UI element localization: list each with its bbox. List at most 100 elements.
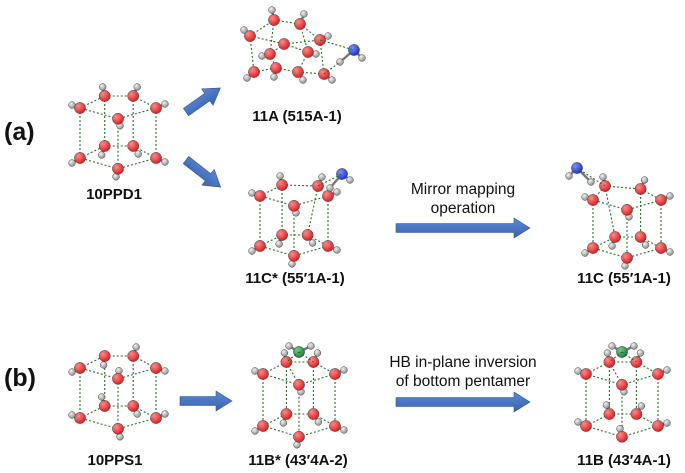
oxygen-atom [254,240,266,252]
label-11a: 11A (515A-1) [252,108,342,125]
hydrogen-bond [269,43,285,55]
hydrogen-atom [68,368,76,376]
arrow-10pps1-to-11b-star [179,390,233,412]
mirror-caption-line-2: operation [430,200,496,217]
hydrogen-atom [318,173,326,181]
hydrogen-atom [300,10,308,18]
oxygen-atom [322,240,334,252]
oxygen-atom [264,48,276,60]
oxygen-atom [603,408,616,420]
mirror-caption-line-1: Mirror mapping [410,181,516,198]
hydrogen-atom [333,246,341,254]
hydrogen-atom [340,426,348,434]
oxygen-atom [74,102,86,114]
hydrogen-atom [161,410,169,418]
hydrogen-atom [98,393,106,401]
hydrogen-bond [259,245,295,257]
oxygen-atom [150,362,162,374]
label-10pps1: 10PPS1 [87,452,143,469]
hydrogen-atom [637,402,646,410]
oxygen-atom [301,229,314,241]
oxygen-atom [74,152,86,164]
hydrogen-atom [99,83,107,91]
cluster-11b-star-image [251,342,348,449]
oxygen-atom [293,430,305,443]
hydrogen-atom [276,172,284,180]
oxygen-atom [292,66,304,78]
hydrogen-atom [666,248,674,256]
hydrogen-bond [293,245,329,257]
hydrogen-bond [282,184,319,187]
oxygen-atom [634,183,647,195]
hb-caption-line-1: HB in-plane inversion [389,354,537,371]
hydrogen-bond [79,417,119,430]
cluster-11a-image [240,6,366,84]
hydrogen-atom [275,240,283,248]
oxygen-atom [587,194,599,206]
oxygen-atom [98,350,111,362]
hydrogen-bond [117,157,157,170]
hydrogen-atom [565,172,573,180]
hydrogen-atom [587,178,595,186]
cluster-10ppd1-image [68,83,169,181]
hydrogen-atom [636,349,645,357]
oxygen-atom [580,368,592,380]
oxygen-atom [322,190,334,202]
hydrogen-atom [270,73,278,81]
nitrogen-atom [336,168,348,180]
hydrogen-atom [581,249,589,257]
oxygen-atom [112,372,124,385]
hydrogen-atom [161,100,169,108]
oxygen-atom [630,408,643,420]
hydrogen-atom [324,32,332,40]
arrow-hb-inversion [395,391,531,413]
hydrogen-atom [161,367,169,375]
hydrogen-atom [340,366,348,374]
oxygen-atom [127,350,140,362]
oxygen-atom [150,412,162,424]
label-11b-star: 11B* (43′4A-2) [248,452,348,469]
oxygen-atom [254,190,266,202]
hydrogen-atom [599,173,607,181]
hydrogen-bond [576,167,606,187]
oxygen-atom [621,204,633,216]
hydrogen-atom [268,6,276,14]
oxygen-atom [98,90,111,102]
oxygen-atom [294,18,306,30]
hydrogen-bond [592,199,628,211]
hydrogen-atom [608,342,616,350]
hydrogen-bond [592,185,606,201]
oxygen-atom [652,368,664,380]
oxygen-atom [257,368,269,380]
oxygen-atom [74,362,86,374]
oxygen-atom [655,194,667,206]
hydrogen-bond [293,195,329,207]
hydrogen-bond [79,157,119,170]
label-11c-star: 11C* (55′1A-1) [245,270,345,287]
oxygen-atom [634,231,647,243]
hydrogen-atom [68,159,76,167]
hydrogen-atom [243,74,251,82]
oxygen-atom [257,420,269,432]
hydrogen-atom [666,192,674,200]
panel-label-b: (b) [4,364,36,392]
hydrogen-atom [308,239,317,247]
hydrogen-bond [323,61,341,75]
hydrogen-bond [286,351,300,363]
oxygen-atom [150,152,162,164]
hydrogen-atom [326,184,334,192]
oxygen-atom [112,162,124,175]
hydrogen-atom [663,419,671,427]
hydrogen-bond [307,185,319,236]
nitrogen-atom [348,44,360,56]
hydrogen-atom [630,342,638,350]
hydrogen-bond [79,367,119,380]
cluster-11b-image [574,342,671,443]
hydrogen-atom [641,241,650,249]
oxygen-atom [112,112,124,125]
oxygen-atom [127,90,140,102]
hydrogen-bond [621,351,637,363]
hydrogen-atom [314,418,323,426]
hydrogen-atom [248,247,256,255]
